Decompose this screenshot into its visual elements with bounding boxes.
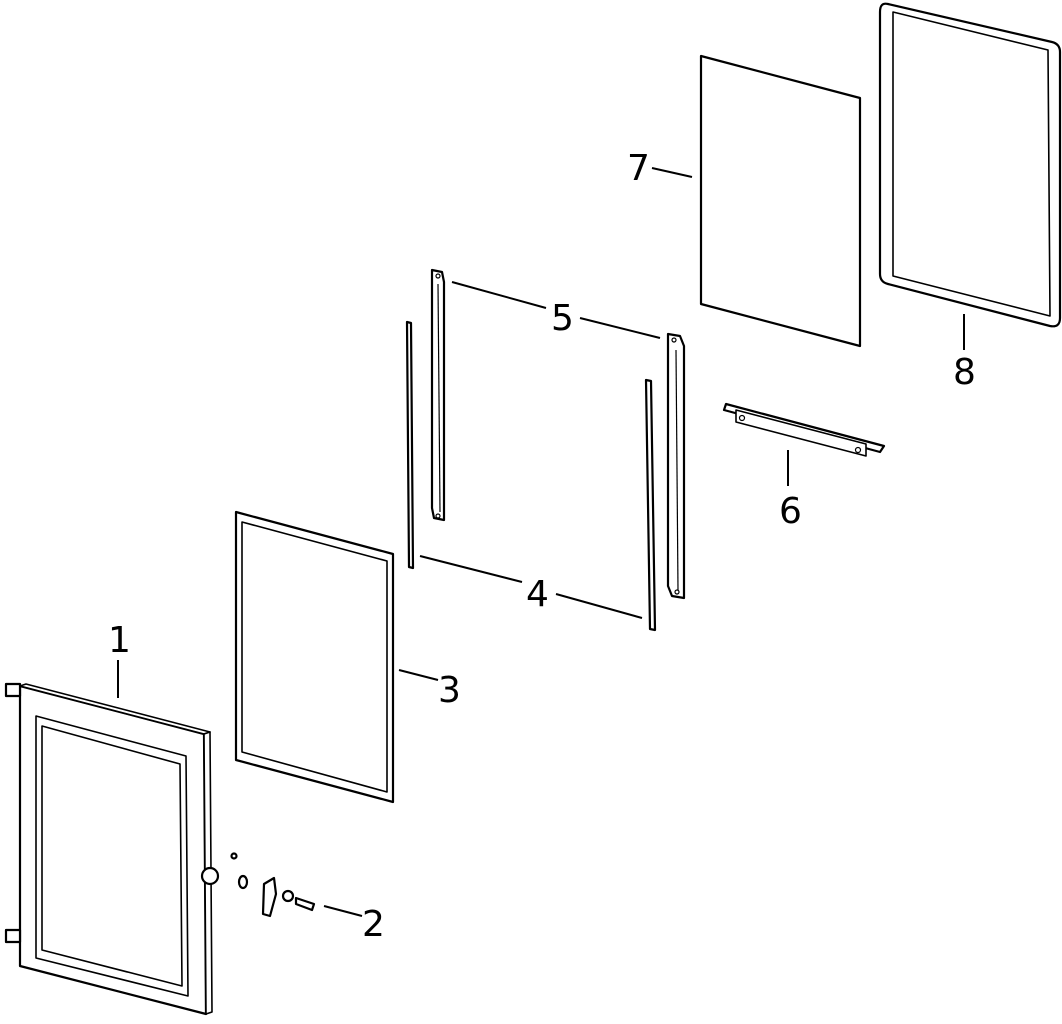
leader-2 <box>323 905 363 917</box>
callout-5: 5 <box>551 298 574 339</box>
part-5-left-rail <box>430 268 446 522</box>
part-4-left-strip <box>405 320 415 570</box>
leader-lines <box>117 167 965 917</box>
part-3-gasket <box>234 510 395 804</box>
callout-6: 6 <box>779 491 802 532</box>
callout-7: 7 <box>627 148 650 189</box>
part-6-bracket <box>722 402 886 457</box>
leader-5a <box>451 281 547 309</box>
leader-4b <box>555 593 643 619</box>
part-8-outer-frame <box>878 2 1062 328</box>
part-7-glass-panel <box>699 54 862 348</box>
part-5-right-rail <box>666 332 686 600</box>
callout-labels: 1 2 3 4 5 6 7 8 <box>108 148 976 945</box>
callout-3: 3 <box>438 670 461 711</box>
leader-5b <box>579 317 661 339</box>
part-2-latch-hardware <box>230 852 316 918</box>
leader-4a <box>419 555 523 583</box>
callout-1: 1 <box>108 620 131 661</box>
callout-4: 4 <box>526 574 549 615</box>
part-1-door-frame <box>4 682 220 1016</box>
part-4-right-strip <box>644 378 657 632</box>
callout-2: 2 <box>362 904 385 945</box>
leader-3 <box>398 669 439 681</box>
callout-8: 8 <box>953 352 976 393</box>
leader-7 <box>651 167 693 178</box>
